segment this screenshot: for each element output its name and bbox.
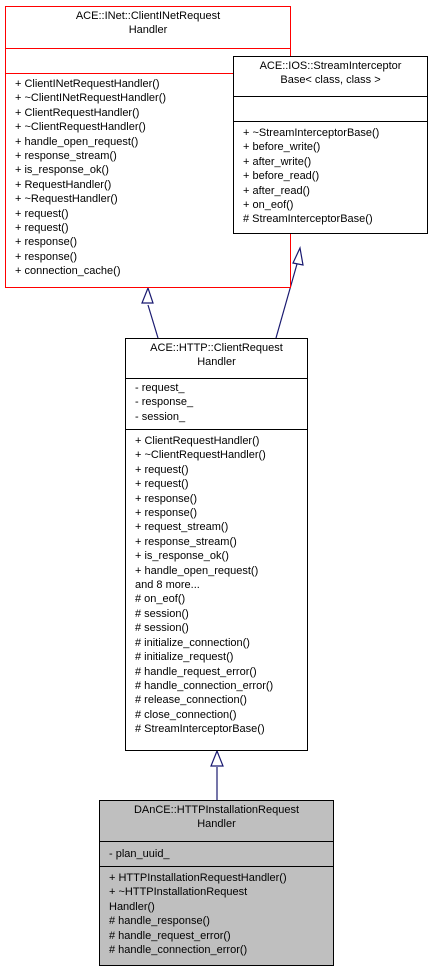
method-item: # handle_response(): [109, 915, 210, 928]
method-item: # close_connection(): [135, 708, 237, 721]
method-item: # on_eof(): [135, 593, 186, 606]
title-separator: [100, 841, 333, 842]
method-item: + ~ClientINetRequestHandler(): [15, 92, 167, 105]
class-title-line: ACE::HTTP::ClientRequest: [150, 342, 283, 354]
attributes-separator: [6, 73, 290, 74]
method-item: + on_eof(): [243, 199, 294, 212]
method-item: # StreamInterceptorBase(): [243, 213, 373, 226]
method-item: + response_stream(): [135, 535, 237, 548]
methods-compartment: + ClientRequestHandler() + ~ClientReques…: [126, 434, 307, 737]
attributes-compartment: - request_ - response_ - session_: [126, 381, 307, 424]
method-item: + request(): [135, 463, 189, 476]
method-item: # session(): [135, 607, 189, 620]
methods-compartment: + ~StreamInterceptorBase() + before_writ…: [234, 126, 427, 227]
method-item: + request(): [135, 478, 189, 491]
method-item: # initialize_request(): [135, 651, 234, 664]
method-item: + ClientRequestHandler(): [135, 435, 260, 447]
attribute-item: - plan_uuid_: [109, 848, 170, 860]
arrowhead-httpclient: [210, 749, 224, 767]
class-title: ACE::IOS::StreamInterceptor Base< class,…: [234, 57, 427, 93]
methods-compartment: + ClientINetRequestHandler() + ~ClientIN…: [6, 77, 290, 279]
attribute-item: - session_: [135, 410, 186, 423]
method-item: + ~ClientRequestHandler(): [15, 121, 146, 134]
method-item: + response(): [15, 236, 78, 249]
more-methods-link[interactable]: and 8 more...: [135, 579, 200, 592]
method-item: + is_response_ok(): [15, 164, 109, 177]
method-item: + connection_cache(): [15, 265, 121, 278]
class-title-line: ACE::INet::ClientINetRequest: [75, 10, 221, 22]
title-separator: [126, 378, 307, 379]
title-separator: [6, 48, 290, 49]
edge-httpclient-to-clientinet: [147, 304, 159, 339]
method-item: + is_response_ok(): [135, 550, 229, 563]
class-title-line: Handler: [128, 24, 168, 37]
method-item: # StreamInterceptorBase(): [135, 723, 265, 736]
method-item: + response_stream(): [15, 150, 117, 163]
attribute-item: - response_: [135, 396, 194, 409]
method-item: + ~HTTPInstallationRequest: [109, 886, 248, 899]
method-item: + ClientRequestHandler(): [15, 106, 140, 119]
title-separator: [234, 96, 427, 97]
method-item: Handler(): [109, 900, 155, 913]
attributes-separator: [126, 429, 307, 430]
method-item: + handle_open_request(): [15, 135, 139, 148]
class-title-line: Handler: [197, 818, 236, 831]
method-item: + request(): [15, 222, 69, 235]
arrowhead-streaminterceptor: [292, 246, 304, 266]
class-title: ACE::HTTP::ClientRequest Handler: [126, 339, 307, 375]
method-item: + response(): [135, 507, 198, 520]
method-item: + ClientINetRequestHandler(): [15, 78, 160, 90]
method-item: # initialize_connection(): [135, 636, 250, 649]
method-item: + before_write(): [243, 141, 321, 154]
method-item: + ~StreamInterceptorBase(): [243, 127, 380, 139]
class-title-line: ACE::IOS::StreamInterceptor: [259, 60, 402, 72]
class-title-line: Base< class, class >: [280, 74, 381, 87]
method-item: + request_stream(): [135, 521, 229, 534]
class-box-http-installation-request-handler[interactable]: DAnCE::HTTPInstallationRequest Handler -…: [99, 800, 334, 966]
method-item: + ~ClientRequestHandler(): [135, 449, 266, 462]
method-item: # release_connection(): [135, 694, 247, 707]
class-box-http-client-request-handler[interactable]: ACE::HTTP::ClientRequest Handler - reque…: [125, 338, 308, 751]
edge-httpclient-to-streaminterceptor: [275, 263, 298, 339]
class-title-line: Handler: [197, 356, 236, 369]
class-title: DAnCE::HTTPInstallationRequest Handler: [100, 801, 333, 837]
attributes-separator: [234, 121, 427, 122]
method-item: + response(): [15, 250, 78, 263]
method-item: + request(): [15, 207, 69, 220]
method-item: + ~RequestHandler(): [15, 193, 118, 206]
attribute-item: - request_: [135, 382, 185, 394]
arrowhead-clientinet: [141, 286, 154, 304]
class-title: ACE::INet::ClientINetRequest Handler: [6, 7, 290, 47]
method-item: # session(): [135, 622, 189, 635]
attributes-separator: [100, 866, 333, 867]
method-item: # handle_request_error(): [135, 665, 257, 678]
class-box-stream-interceptor-base[interactable]: ACE::IOS::StreamInterceptor Base< class,…: [233, 56, 428, 234]
method-item: + before_read(): [243, 170, 320, 183]
methods-compartment: + HTTPInstallationRequestHandler() + ~HT…: [100, 871, 333, 957]
method-item: # handle_request_error(): [109, 929, 231, 942]
attributes-compartment: - plan_uuid_: [100, 847, 333, 861]
method-item: # handle_connection_error(): [135, 679, 274, 692]
method-item: + after_write(): [243, 155, 312, 168]
method-item: + RequestHandler(): [15, 178, 112, 191]
class-title-line: DAnCE::HTTPInstallationRequest: [133, 804, 300, 816]
method-item: + after_read(): [243, 184, 310, 197]
method-item: + response(): [135, 492, 198, 505]
method-item: + handle_open_request(): [135, 564, 259, 577]
method-item: # handle_connection_error(): [109, 944, 248, 957]
method-item: + HTTPInstallationRequestHandler(): [109, 872, 287, 884]
